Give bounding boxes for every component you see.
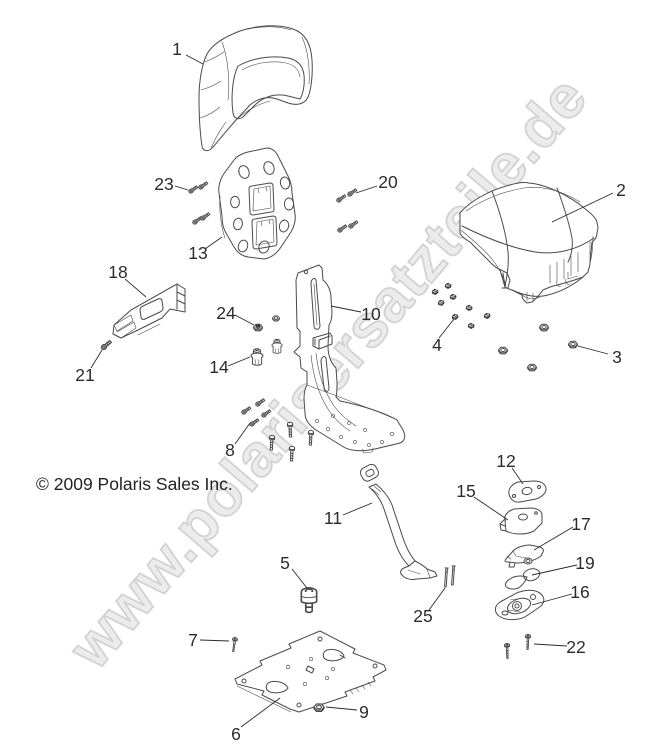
callout-leader-17	[533, 526, 574, 551]
callout-label-23: 23	[154, 174, 173, 194]
plate-screws-left	[187, 180, 211, 226]
callout-leader-14	[227, 356, 251, 367]
lock-nuts	[498, 323, 578, 372]
callout-label-10: 10	[361, 304, 381, 324]
latch-spacer	[499, 507, 543, 535]
latch-gasket	[508, 480, 547, 503]
callout-leader-3	[577, 345, 609, 355]
seat-strap	[359, 463, 438, 580]
callout-label-21: 21	[75, 365, 94, 385]
callout-label-11: 11	[324, 508, 342, 528]
callout-leader-8	[234, 422, 251, 445]
callout-leader-25	[428, 587, 446, 611]
plate-nut	[313, 703, 325, 713]
callout-leader-2	[551, 192, 614, 223]
callout-leader-4	[438, 318, 455, 339]
callout-leader-21	[90, 349, 103, 369]
support-bracket	[112, 283, 186, 339]
artwork-layer: © 2009 Polaris Sales Inc.	[36, 25, 599, 713]
copyright-text: © 2009 Polaris Sales Inc.	[36, 474, 233, 494]
callout-label-8: 8	[225, 440, 235, 460]
seat-assembly	[459, 181, 599, 304]
callout-label-1: 1	[172, 39, 182, 59]
callout-label-22: 22	[566, 637, 585, 657]
rubber-bumpers	[250, 338, 283, 366]
callout-leader-10	[330, 305, 362, 313]
latch-lever	[504, 544, 544, 568]
callout-leader-20	[355, 185, 378, 194]
callout-leader-15	[473, 496, 509, 521]
callout-label-14: 14	[209, 357, 229, 377]
callout-label-4: 4	[432, 335, 442, 355]
latch-spring	[505, 568, 541, 590]
callout-label-18: 18	[108, 262, 127, 282]
callout-label-20: 20	[378, 172, 398, 192]
callout-leader-5	[291, 568, 308, 589]
callout-label-5: 5	[280, 553, 290, 573]
callout-leader-11	[342, 502, 373, 516]
callout-leader-22	[533, 643, 568, 647]
callout-label-3: 3	[612, 347, 622, 367]
callout-leader-18	[124, 278, 147, 298]
callout-label-12: 12	[496, 451, 515, 471]
latch-screws	[503, 633, 532, 660]
callout-leader-24	[234, 314, 255, 326]
callout-label-2: 2	[616, 180, 626, 200]
plate-screw	[230, 636, 238, 653]
callout-layer: 1234567891011121314151617181920212223242…	[75, 39, 626, 744]
plate-screws-right	[335, 187, 359, 234]
callout-label-16: 16	[570, 582, 589, 602]
callout-label-9: 9	[359, 702, 369, 722]
callout-leader-23	[174, 185, 189, 191]
callout-label-7: 7	[188, 630, 198, 650]
callout-label-24: 24	[216, 303, 236, 323]
callout-label-13: 13	[188, 243, 207, 263]
latch-base	[494, 589, 545, 621]
callout-label-17: 17	[571, 514, 590, 534]
bumper-plug	[300, 587, 318, 614]
flange-bolt	[99, 339, 113, 352]
callout-leader-9	[325, 706, 358, 711]
callout-label-15: 15	[456, 481, 475, 501]
callout-leader-13	[204, 236, 223, 250]
backrest-bracket	[293, 264, 406, 454]
backrest-pad	[198, 25, 313, 152]
callout-leader-16	[531, 593, 573, 606]
mounting-plate	[234, 630, 387, 713]
flange-nut	[253, 315, 280, 332]
callout-leader-19	[531, 564, 578, 576]
backrest-plate	[218, 147, 296, 260]
callout-leader-7	[199, 639, 230, 642]
callout-label-6: 6	[231, 724, 241, 744]
callout-leader-1	[185, 54, 204, 65]
hinge-pins	[443, 565, 456, 588]
callout-label-25: 25	[413, 606, 432, 626]
callout-leader-12	[511, 467, 524, 485]
callout-leader-6	[240, 697, 281, 728]
callout-label-19: 19	[575, 553, 594, 573]
